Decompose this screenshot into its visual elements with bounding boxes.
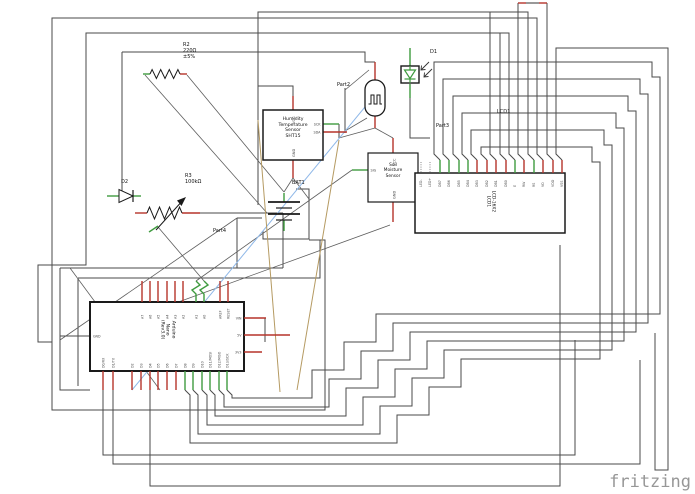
- arduino-nano[interactable]: [89, 280, 290, 390]
- pin-label: DB7: [438, 180, 442, 187]
- pin-label: A0: [202, 315, 206, 319]
- pin-labels: VCC GND SCK SDA VCC GND SIG LED- LED+ DB7 DB6 DB5 DB…: [93, 116, 564, 368]
- label-r2: R2 220Ω ±5%: [183, 42, 197, 60]
- pin-label: D1/TX: [111, 357, 115, 368]
- pin-label: D8: [183, 363, 187, 368]
- pin-label: D5: [156, 363, 160, 368]
- label-part2: Part2: [337, 82, 351, 88]
- pin-label: D10: [200, 361, 204, 368]
- pin-label: SIG: [371, 169, 377, 173]
- pin-label: A6: [148, 315, 152, 319]
- pin-label: VO: [541, 182, 545, 187]
- label-d2: D2: [121, 179, 129, 185]
- potentiometer-r3[interactable]: [135, 197, 200, 233]
- pin-label: DB1: [494, 180, 498, 187]
- sht15-body-label: Humidity Temperature Sensor SHT15: [278, 117, 308, 140]
- pin-label: D0/RX: [101, 357, 105, 368]
- pin-label: A3: [173, 315, 177, 319]
- pin-label: RESET: [226, 307, 230, 319]
- pin-label: DB4: [466, 180, 470, 187]
- pin-label: A7: [140, 315, 144, 319]
- pin-label: D12/MISO: [217, 351, 221, 368]
- pin-label: A1: [194, 315, 198, 319]
- pin-label: DB5: [457, 180, 461, 187]
- pin-label: D3: [139, 363, 143, 368]
- lcd-module[interactable]: [414, 160, 566, 234]
- pin-label: VCC: [292, 116, 296, 124]
- battery-bat1[interactable]: [268, 193, 300, 231]
- label-lcd1: LCD1: [497, 109, 511, 115]
- pin-label: GND: [93, 335, 101, 339]
- pin-label: LED-: [419, 179, 423, 187]
- sht15-sensor[interactable]: [262, 96, 347, 178]
- pin-label: 5V: [237, 333, 242, 337]
- pin-label: A5: [156, 315, 160, 319]
- pin-label: D6: [165, 363, 169, 368]
- pin-label: GND: [292, 149, 296, 157]
- pin-label: A2: [181, 315, 185, 319]
- pin-label: VIN: [236, 316, 242, 320]
- pin-label: D11/MOSI: [208, 352, 212, 368]
- pin-label: DB6: [447, 180, 451, 187]
- wire-net: [37, 2, 669, 487]
- pin-label: D9: [191, 363, 195, 368]
- pin-label: VDD: [551, 179, 555, 187]
- pin-label: DB0: [504, 180, 508, 187]
- pin-label: LED+: [428, 178, 432, 187]
- pin-label: D7: [174, 363, 178, 368]
- fritzing-watermark: fritzing: [609, 472, 691, 492]
- label-d1: D1: [430, 49, 438, 55]
- pin-label: SDA: [313, 131, 321, 135]
- pin-label: RS: [532, 183, 536, 187]
- label-part4: Part4: [213, 228, 227, 234]
- pin-label: SCK: [314, 123, 322, 127]
- pin-label: VSS: [560, 181, 564, 187]
- pin-label: RW: [522, 181, 526, 187]
- component-symbols[interactable]: [89, 48, 566, 390]
- pin-label: DB3: [475, 180, 479, 187]
- pin-label: E: [513, 185, 517, 187]
- soil-body-label: Soil Moisture Sensor: [383, 163, 403, 179]
- resistor-r2[interactable]: [143, 68, 187, 80]
- pin-label: VCC: [393, 158, 397, 166]
- pin-label: A4: [165, 315, 169, 319]
- label-part3: Part3: [436, 123, 450, 129]
- pin-label: DB2: [485, 180, 489, 187]
- label-bat1: BAT1: [292, 180, 305, 186]
- pin-label: D2: [130, 363, 134, 368]
- led-d1[interactable]: [400, 48, 433, 98]
- pin-label: D13/SCK: [225, 353, 229, 368]
- lcd-body-label: LCD-16X2 LCD1: [485, 190, 496, 213]
- pin-label: 3V3: [235, 350, 241, 354]
- diode-d2[interactable]: [107, 188, 141, 204]
- pin-label: AREF: [218, 310, 222, 319]
- label-r3: R3 100kΩ: [185, 173, 202, 185]
- arduino-body-label: Arduino Nano (Rev3.0): [159, 319, 176, 340]
- pin-label: D4: [148, 363, 152, 368]
- photoresistor-part2[interactable]: [364, 62, 386, 128]
- pin-label: GND: [393, 191, 397, 199]
- soil-moisture-sensor[interactable]: [352, 138, 419, 222]
